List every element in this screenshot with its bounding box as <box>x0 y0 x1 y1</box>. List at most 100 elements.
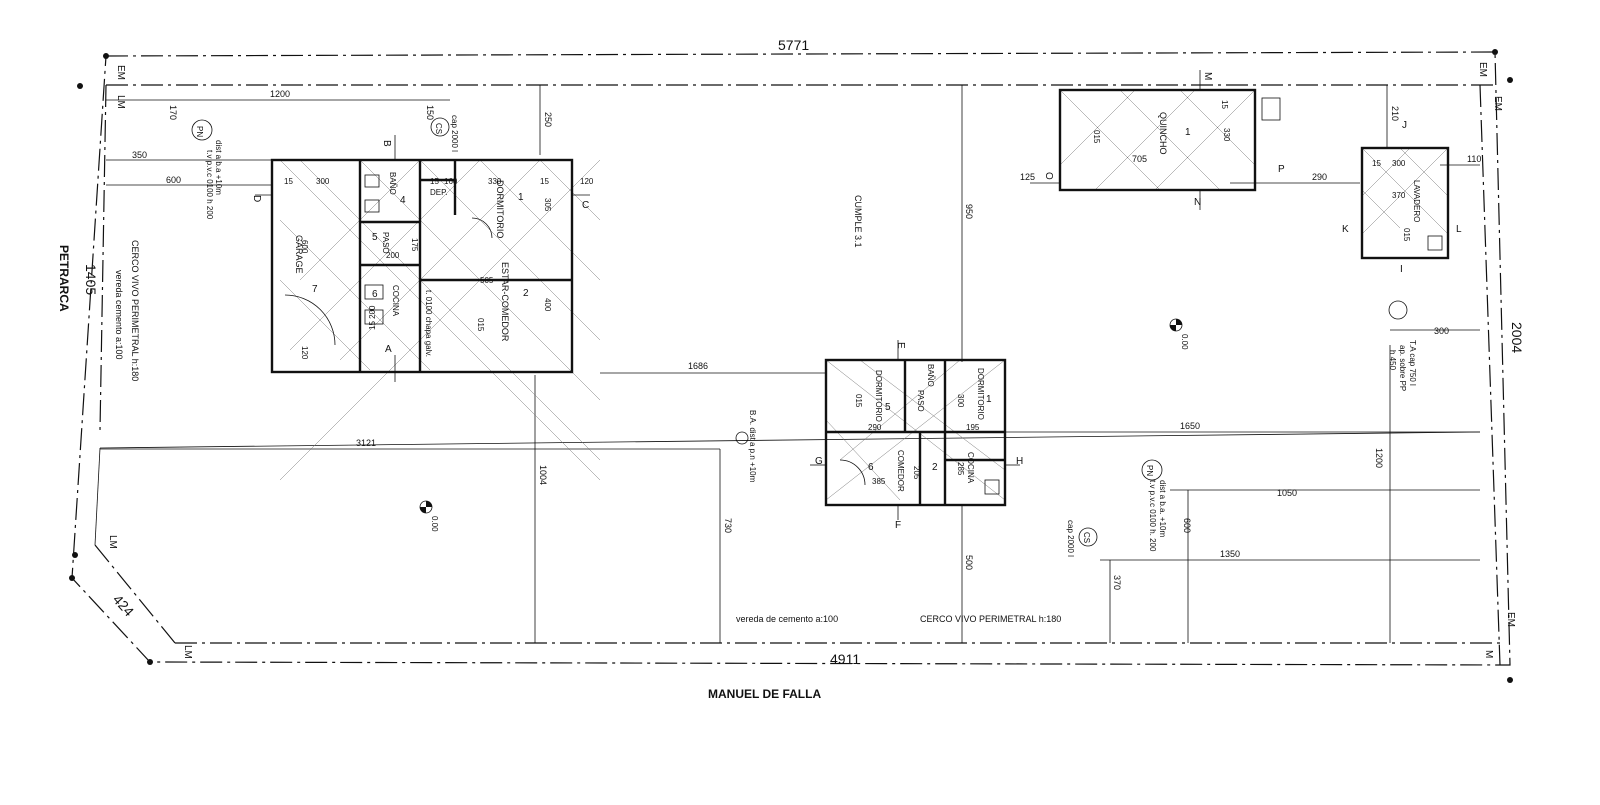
house2-dormitorio-a: DORMITORIO <box>874 370 883 422</box>
cs-top: CS <box>434 123 443 134</box>
section-a: A <box>385 344 392 355</box>
house-2 <box>824 358 1007 507</box>
dim-1650: 1650 <box>1180 421 1200 431</box>
dim-210: 210 <box>1390 106 1400 121</box>
dim-top: 5771 <box>778 37 809 53</box>
house1-dep-label: DEP. <box>430 188 448 197</box>
note-cerco-bottom: CERCO VIVO PERIMETRAL h:180 <box>920 614 1061 624</box>
house1-dormitorio-num: 1 <box>518 192 524 203</box>
section-g: G <box>815 456 823 467</box>
dim-730: 730 <box>723 518 733 533</box>
boundary-markers <box>69 49 1513 683</box>
house1-dim-120b: 120 <box>300 346 309 360</box>
label-em-tl: EM <box>115 65 126 80</box>
house1-dim-15b: 15 <box>430 177 439 186</box>
house1-dormitorio-label: DORMITORIO <box>495 180 505 238</box>
lavadero-name: LAVADERO <box>1412 180 1421 222</box>
house2-paso: PASO <box>916 390 925 412</box>
house1-garage-num: 7 <box>312 284 318 295</box>
dim-125: 125 <box>1020 172 1035 182</box>
note-vereda-left: vereda cemento a:100 <box>114 270 124 360</box>
street-bottom: MANUEL DE FALLA <box>708 687 821 701</box>
section-o: O <box>1043 172 1054 180</box>
label-lm-tl: LM <box>115 95 126 109</box>
note-vereda-bottom: vereda de cemento a:100 <box>736 614 838 624</box>
section-h: H <box>1016 456 1023 467</box>
section-p: P <box>1278 164 1285 175</box>
dim-705: 705 <box>1132 154 1147 164</box>
label-m-br: M <box>1483 650 1494 658</box>
house2-dim-205: 205 <box>912 466 921 480</box>
level-markers <box>419 318 1183 514</box>
house1-dim-200: 200 <box>386 251 400 260</box>
section-i: I <box>1400 264 1403 275</box>
pn-right-text2: t.v p.v.c 0100 h. 200 <box>1148 480 1157 552</box>
house1-estar-label: ESTAR-COMEDOR <box>500 262 510 342</box>
dim-1050: 1050 <box>1277 488 1297 498</box>
house2-bano: BAÑO <box>926 364 935 387</box>
section-m: M <box>1202 72 1213 80</box>
house2-dormitorio-a-num: 5 <box>885 402 891 413</box>
dim-bottom: 4911 <box>830 651 860 667</box>
lavadero-dim-300: 300 <box>1392 159 1406 168</box>
quincho <box>1058 88 1281 192</box>
dim-right: 2004 <box>1509 322 1525 353</box>
dim-290: 290 <box>1312 172 1327 182</box>
section-d: D <box>251 195 262 202</box>
label-lm-bl2: LM <box>182 645 193 659</box>
section-e: E <box>895 342 906 349</box>
dim-3121: 3121 <box>356 438 376 448</box>
section-j: J <box>1402 120 1407 131</box>
house1-bano-num: 4 <box>400 195 406 206</box>
dim-370: 370 <box>1112 575 1122 590</box>
note-cerco-left: CERCO VIVO PERIMETRAL h:180 <box>130 240 140 381</box>
house1-dim-330: 330 <box>488 177 502 186</box>
house1-cocina-num: 6 <box>372 289 378 300</box>
section-k: K <box>1342 224 1349 235</box>
house2-cocina-num: 2 <box>932 462 938 473</box>
quincho-level: 015 <box>1092 130 1101 144</box>
dim-1686: 1686 <box>688 361 708 371</box>
dim-500: 500 <box>964 555 974 570</box>
pn-right: PN <box>1145 465 1154 476</box>
ta-text2: ap. sobre PP <box>1398 345 1407 391</box>
dim-950: 950 <box>964 204 974 219</box>
level-0b: 0.00 <box>1180 334 1189 350</box>
house1-dim-175: 175 <box>410 238 419 252</box>
dim-600b: 600 <box>1182 518 1192 533</box>
house1-dim-15a: 15 <box>284 177 293 186</box>
section-l: L <box>1456 224 1462 235</box>
house1-dim-600: 600 <box>300 240 309 254</box>
section-f: F <box>895 520 901 531</box>
label-em-br: EM <box>1505 612 1516 627</box>
dim-600: 600 <box>166 175 181 185</box>
house1-dim-300: 300 <box>316 177 330 186</box>
house2-dim-300: 300 <box>956 394 965 408</box>
cs-right-text: cap 2000 l <box>1066 520 1075 557</box>
house2-comedor-num: 6 <box>868 462 874 473</box>
dim-1350: 1350 <box>1220 549 1240 559</box>
quincho-dim-330: 330 <box>1222 128 1231 142</box>
house2-comedor: COMEDOR <box>896 450 905 492</box>
dim-170: 170 <box>168 105 178 120</box>
house1-bano-label: BAÑO <box>388 172 397 195</box>
house1-dim-400: 400 <box>543 298 552 312</box>
label-lm-bl1: LM <box>107 535 118 549</box>
house1-cocina-label: COCINA <box>391 285 400 317</box>
house1-dim-15200: 15 200 <box>368 305 377 330</box>
dim-1004: 1004 <box>538 465 548 485</box>
section-n: N <box>1194 197 1201 208</box>
house2-dormitorio-b-num: 1 <box>986 394 992 405</box>
house1-chapa: t. 0100 chapa galv. <box>424 290 433 357</box>
section-b: B <box>381 140 392 147</box>
dim-350: 350 <box>132 150 147 160</box>
ta-text3: h 450 <box>1388 350 1397 371</box>
dim-corner: 424 <box>110 591 138 619</box>
level-0a: 0.00 <box>430 516 439 532</box>
house1-dim-305: 305 <box>543 198 552 212</box>
street-left: PETRARCA <box>57 245 71 312</box>
house2-dim-285: 285 <box>956 462 965 476</box>
house2-level: 015 <box>854 394 863 408</box>
lavadero-dim-370: 370 <box>1392 191 1406 200</box>
